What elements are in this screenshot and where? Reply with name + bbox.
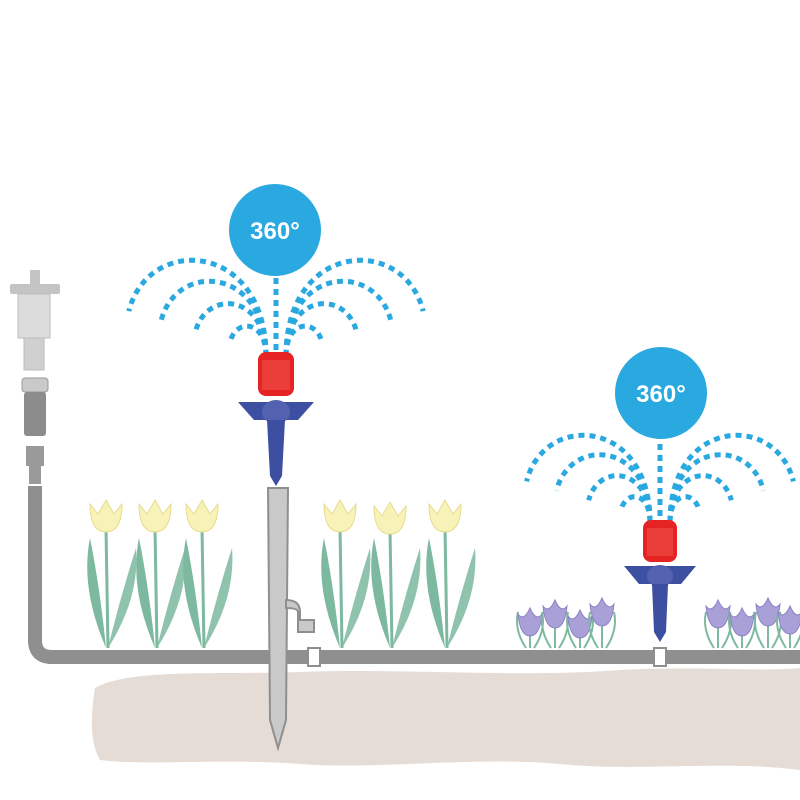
crocus-icon [541,598,569,649]
rotation-badge-right: 360° [615,347,707,439]
crocus-bed [516,596,800,649]
supply-pipe [28,486,800,664]
spray-arc [667,432,796,523]
spray-arc [524,432,653,523]
spray-arc [193,301,269,357]
tulip-icon [426,498,476,649]
spray-arc [283,323,325,357]
spray-pattern-right [524,411,796,523]
tulip-bed-left [87,498,233,649]
sprinkler-icon [624,520,696,642]
garden-tap-icon [10,270,60,371]
crocus-icon [776,604,800,649]
rotation-badge-left: 360° [229,184,321,276]
tulip-icon [183,498,233,649]
spray-arc [586,473,653,523]
spray-arc [667,473,734,523]
pipe-junction-right [653,647,667,667]
tulip-icon [136,498,186,649]
sprinkler-stake [266,487,315,752]
spray-pattern-left [126,234,426,357]
tulip-icon [371,500,421,649]
sprinkler-icon [238,352,314,486]
spray-arc [126,257,269,357]
tulip-icon [321,498,371,649]
hose-connector-icon [21,377,49,484]
soil-ground [91,668,800,770]
spray-arc [283,278,394,357]
crocus-icon [516,606,544,649]
spray-arc [667,494,702,523]
spray-arc [227,323,269,357]
spray-arc [283,257,426,357]
crocus-icon [704,598,732,649]
pipe-junction-left [307,647,321,667]
spray-arc [158,278,269,357]
crocus-icon [588,596,616,649]
crocus-icon [728,606,756,649]
rotation-label-right: 360° [636,381,686,408]
tulip-icon [87,498,137,649]
spray-arc [283,301,359,357]
tulip-bed-middle [321,498,476,649]
spray-arc [618,494,653,523]
rotation-label-left: 360° [250,218,300,245]
